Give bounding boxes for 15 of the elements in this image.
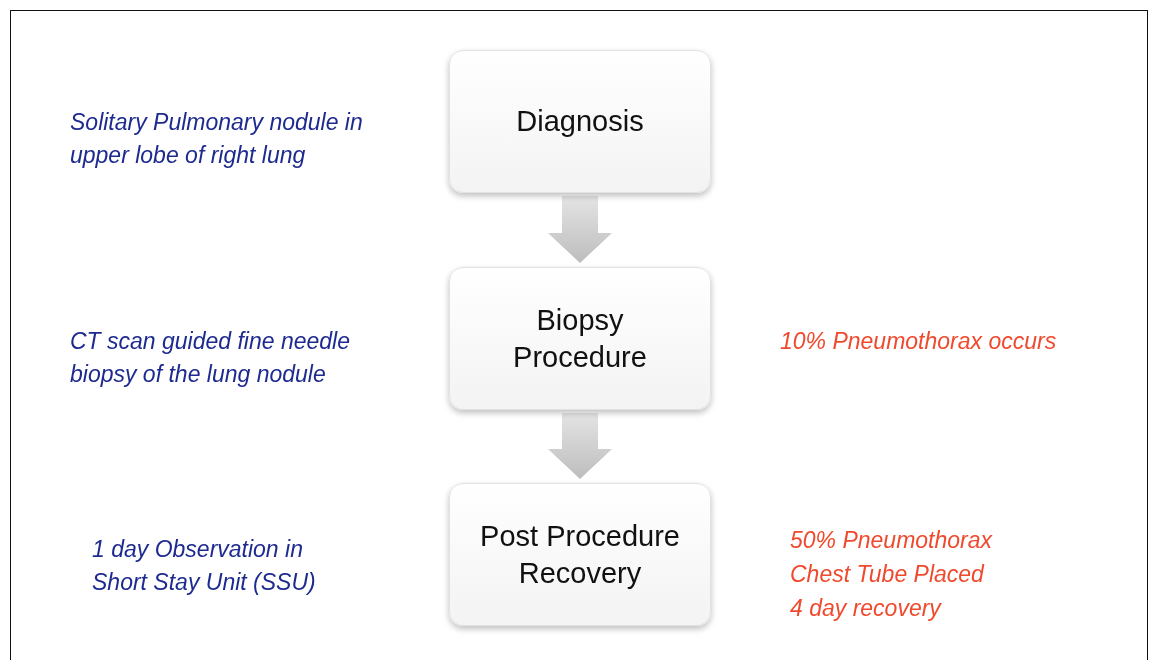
process-box (449, 50, 711, 193)
description-text: Solitary Pulmonary nodule in upper lobe of right lung (70, 108, 364, 171)
note-text: Chest Tube Placed (790, 560, 986, 589)
box-label: Biopsy Procedure (512, 303, 648, 375)
box-label: Post Procedure Recovery (479, 519, 681, 591)
description-text: 1 day Observation in Short Stay Unit (SSU) (92, 535, 317, 598)
box-label: Diagnosis (516, 104, 644, 140)
block-arrow (548, 413, 612, 479)
note-text: 50% Pneumothorax (790, 526, 994, 555)
note-text: 10% Pneumothorax occurs (780, 327, 1058, 356)
process-box (449, 483, 711, 626)
note-text: 4 day recovery (790, 594, 943, 623)
process-box (449, 267, 711, 410)
block-arrow (548, 196, 612, 263)
description-text: CT scan guided fine needle biopsy of the lung nodule (70, 327, 352, 390)
